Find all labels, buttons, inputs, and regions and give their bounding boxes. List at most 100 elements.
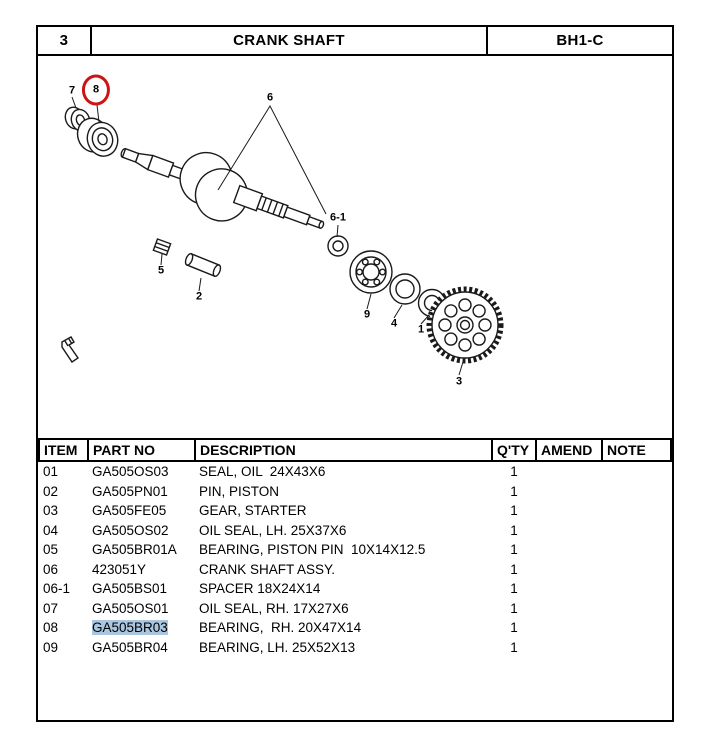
col-note: NOTE: [601, 438, 672, 462]
part-no-cell: GA505PN01: [92, 483, 168, 499]
part-no-cell: GA505BS01: [92, 581, 168, 597]
qty-cell: 1: [510, 620, 518, 636]
diagram-leader-lines: [71, 96, 464, 376]
amend-cell: [536, 501, 602, 521]
part-4-oil-seal: [389, 273, 421, 305]
col-amend: AMEND: [535, 438, 603, 462]
col-item: ITEM: [38, 438, 89, 462]
amend-cell: [536, 560, 602, 580]
amend-cell: [536, 482, 602, 502]
callout-2: 2: [195, 290, 203, 303]
callout-8-circled: 8: [81, 74, 111, 106]
description-cell: PIN, PISTON: [199, 483, 280, 499]
part-8-bearing: [76, 117, 119, 157]
parts-table-body: 01 GA505OS03 SEAL, OIL 24X43X6 1 02 GA505PN01…: [39, 461, 671, 657]
amend-cell: [536, 461, 602, 482]
table-row: 07 GA505OS01 OIL SEAL, RH. 17X27X6 1: [39, 599, 671, 619]
amend-cell: [536, 521, 602, 541]
col-description: DESCRIPTION: [194, 438, 493, 462]
part-no-cell: 423051Y: [92, 561, 147, 577]
item-cell: 01: [43, 464, 59, 480]
note-cell: [602, 461, 671, 482]
item-cell: 02: [43, 483, 59, 499]
table-row: 06-1 GA505BS01 SPACER 18X24X14 1: [39, 579, 671, 599]
qty-cell: 1: [510, 503, 518, 519]
description-cell: OIL SEAL, LH. 25X37X6: [199, 522, 347, 538]
table-row: 04 GA505OS02 OIL SEAL, LH. 25X37X6 1: [39, 521, 671, 541]
part-3-starter-gear: [426, 286, 504, 364]
part-no-cell: GA505OS01: [92, 600, 169, 616]
qty-cell: 1: [510, 483, 518, 499]
note-cell: [602, 521, 671, 541]
note-cell: [602, 482, 671, 502]
part-2-piston-pin: [184, 252, 222, 278]
callout-6: 6: [266, 91, 274, 104]
description-cell: BEARING, RH. 20X47X14: [199, 620, 362, 636]
note-cell: [602, 638, 671, 658]
note-cell: [602, 501, 671, 521]
note-cell: [602, 560, 671, 580]
qty-cell: 1: [510, 561, 518, 577]
page-title: CRANK SHAFT: [92, 27, 488, 54]
amend-cell: [536, 618, 602, 638]
parts-catalog-page: 3 CRANK SHAFT BH1-C: [36, 25, 674, 722]
callout-9: 9: [363, 308, 371, 321]
description-cell: BEARING, PISTON PIN 10X14X12.5: [199, 542, 426, 558]
part-clip: [61, 336, 79, 363]
col-part-no: PART NO: [87, 438, 196, 462]
callout-6-1: 6-1: [330, 211, 346, 224]
item-cell: 07: [43, 600, 59, 616]
part-6-1-spacer: [327, 235, 349, 257]
item-cell: 09: [43, 639, 59, 655]
amend-cell: [536, 638, 602, 658]
table-row: 02 GA505PN01 PIN, PISTON 1: [39, 482, 671, 502]
description-cell: GEAR, STARTER: [199, 503, 307, 519]
amend-cell: [536, 599, 602, 619]
parts-table: ITEM PART NO DESCRIPTION Q'TY AMEND NOTE…: [38, 438, 672, 657]
qty-cell: 1: [510, 542, 518, 558]
table-row: 09 GA505BR04 BEARING, LH. 25X52X13 1: [39, 638, 671, 658]
part-no-cell: GA505OS03: [92, 464, 169, 480]
qty-cell: 1: [510, 600, 518, 616]
part-no-cell: GA505OS02: [92, 522, 169, 538]
note-cell: [602, 618, 671, 638]
description-cell: OIL SEAL, RH. 17X27X6: [199, 600, 349, 616]
qty-cell: 1: [510, 581, 518, 597]
parts-table-header: ITEM PART NO DESCRIPTION Q'TY AMEND NOTE: [38, 438, 672, 462]
note-cell: [602, 579, 671, 599]
amend-cell: [536, 579, 602, 599]
callout-4: 4: [390, 317, 398, 330]
figure-number: 3: [38, 27, 92, 54]
qty-cell: 1: [510, 464, 518, 480]
col-qty: Q'TY: [491, 438, 537, 462]
qty-cell: 1: [510, 522, 518, 538]
part-no-cell: GA505FE05: [92, 503, 167, 519]
part-no-cell: GA505BR01A: [92, 542, 177, 558]
note-cell: [602, 599, 671, 619]
item-cell: 03: [43, 503, 59, 519]
table-row: 06 423051Y CRANK SHAFT ASSY. 1: [39, 560, 671, 580]
callout-5: 5: [157, 264, 165, 277]
part-6-crankshaft: [120, 147, 325, 230]
description-cell: BEARING, LH. 25X52X13: [199, 639, 356, 655]
item-cell: 04: [43, 522, 59, 538]
part-5-nut: [152, 238, 172, 256]
description-cell: SPACER 18X24X14: [199, 581, 321, 597]
qty-cell: 1: [510, 639, 518, 655]
description-cell: CRANK SHAFT ASSY.: [199, 561, 336, 577]
description-cell: SEAL, OIL 24X43X6: [199, 464, 326, 480]
item-cell: 06: [43, 561, 59, 577]
item-cell: 08: [43, 620, 59, 636]
part-no-cell: GA505BR03: [88, 618, 195, 638]
callout-7: 7: [68, 84, 76, 97]
title-bar: 3 CRANK SHAFT BH1-C: [38, 27, 672, 56]
table-row: 03 GA505FE05 GEAR, STARTER 1: [39, 501, 671, 521]
callout-3: 3: [455, 375, 463, 388]
part-no-cell: GA505BR04: [92, 639, 168, 655]
exploded-diagram: [61, 96, 504, 376]
item-cell: 06-1: [43, 581, 71, 597]
amend-cell: [536, 540, 602, 560]
